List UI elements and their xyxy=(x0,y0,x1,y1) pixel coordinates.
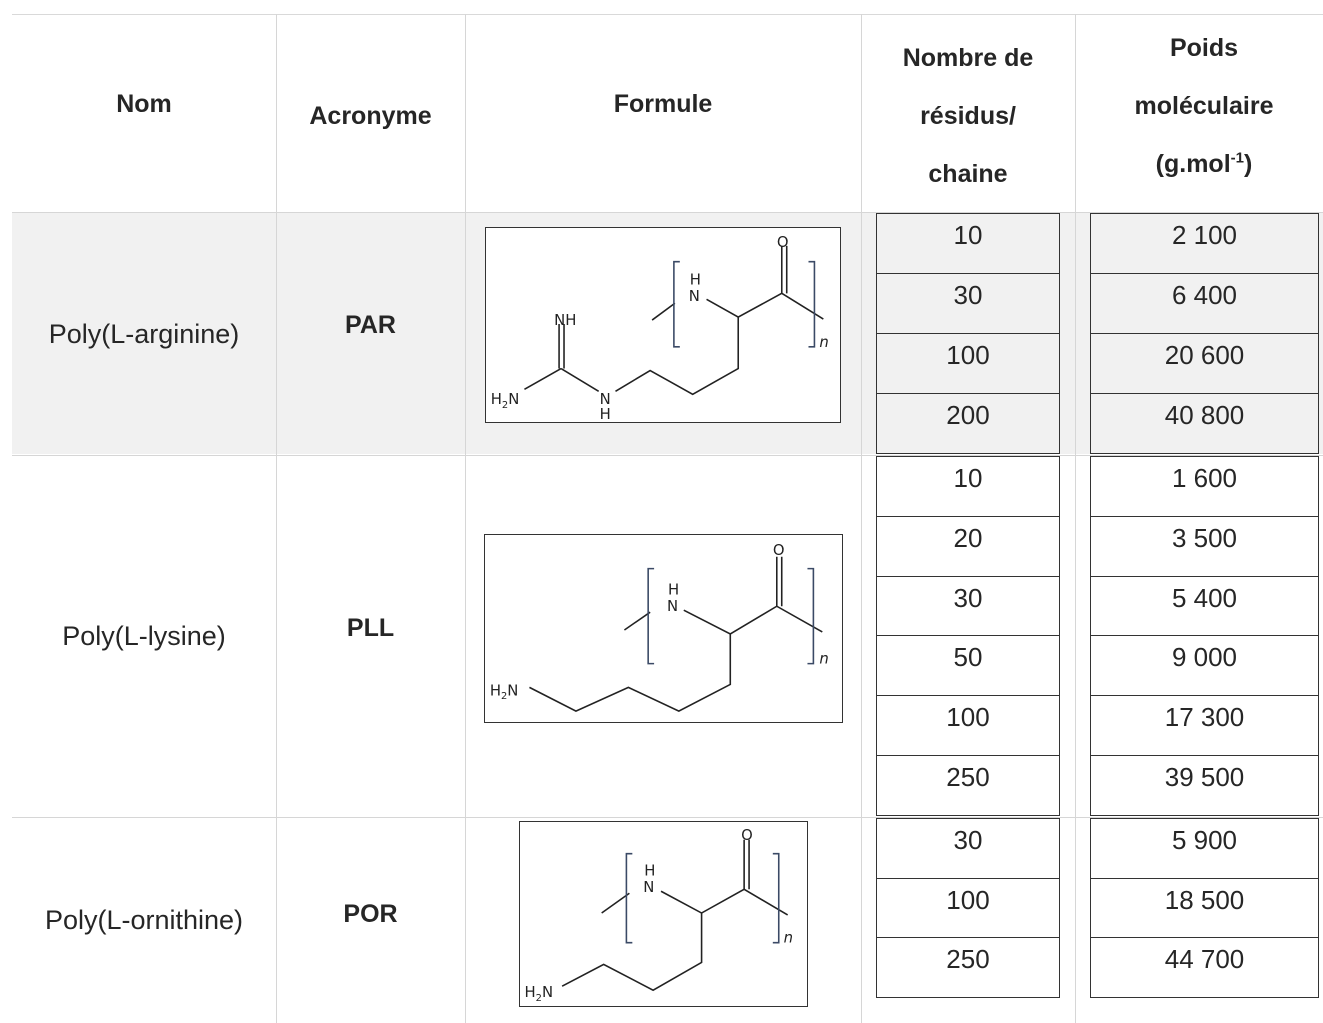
list-item: 100 xyxy=(877,877,1059,938)
list-item: 30 xyxy=(877,273,1059,333)
header-poids-line2: moléculaire xyxy=(1134,92,1274,120)
row-pll-nom: Poly(L-lysine) xyxy=(12,456,276,817)
header-residus-line3: chaine xyxy=(928,160,1008,188)
row-par-poids: 2 100 6 400 20 600 40 800 xyxy=(1090,213,1319,454)
list-item: 30 xyxy=(877,575,1059,636)
row-por-nom: Poly(L-ornithine) xyxy=(12,818,276,1023)
list-item: 50 xyxy=(877,635,1059,695)
formula-pll: O H N n H2N xyxy=(484,534,843,723)
list-item: 3 500 xyxy=(1091,515,1318,576)
formula-par-h2: H xyxy=(600,406,611,422)
col-divider xyxy=(465,14,466,1023)
table-top-border xyxy=(12,14,1323,15)
row-por-residus: 30 100 250 xyxy=(876,818,1060,999)
header-residus-line2: résidus/ xyxy=(920,102,1016,130)
list-item: 6 400 xyxy=(1091,273,1318,333)
header-poids-unit-end: ) xyxy=(1244,150,1253,178)
row-par-nom-text: Poly(L-arginine) xyxy=(48,318,240,349)
header-poids-line1: Poids xyxy=(1169,34,1239,62)
formula-par-repeat: n xyxy=(819,334,828,351)
formula-pll-repeat: n xyxy=(819,651,828,668)
row-por-nom-text: Poly(L-ornithine) xyxy=(44,905,244,935)
row-par-nom: Poly(L-arginine) xyxy=(12,213,276,455)
header-poids: Poids moléculaire (g.mol-1) xyxy=(1075,16,1323,196)
header-formule: Formule xyxy=(465,14,861,194)
header-poids-exponent: -1 xyxy=(1230,149,1244,167)
formula-por-h: H xyxy=(644,862,655,879)
header-residus-line1: Nombre de xyxy=(902,44,1034,72)
header-nom-text: Nom xyxy=(116,90,172,118)
formula-por-o: O xyxy=(741,827,753,844)
row-pll-nom-text: Poly(L-lysine) xyxy=(62,621,226,651)
row-par-residus: 10 30 100 200 xyxy=(876,213,1060,454)
row-por-acronyme: POR xyxy=(276,818,465,1010)
list-item: 200 xyxy=(877,393,1059,454)
formula-pll-h: H xyxy=(668,581,679,598)
col-divider xyxy=(861,14,862,1023)
row-divider xyxy=(12,817,1323,818)
formula-pll-o: O xyxy=(773,542,785,559)
list-item: 250 xyxy=(877,937,1059,999)
list-item: 20 600 xyxy=(1091,333,1318,393)
formula-par-o: O xyxy=(777,234,789,251)
list-item: 17 300 xyxy=(1091,695,1318,755)
row-divider xyxy=(12,212,1323,213)
list-item: 5 900 xyxy=(1091,818,1318,878)
list-item: 30 xyxy=(877,818,1059,878)
formula-por-h2n: H2N xyxy=(525,984,554,1004)
row-pll-acronyme: PLL xyxy=(276,456,465,801)
list-item: 100 xyxy=(877,333,1059,393)
col-divider xyxy=(276,14,277,1023)
row-pll-acronyme-text: PLL xyxy=(346,614,395,642)
header-poids-line3: (g.mol-1) xyxy=(1156,135,1253,193)
row-por-poids: 5 900 18 500 44 700 xyxy=(1090,818,1319,999)
list-item: 1 600 xyxy=(1091,456,1318,516)
row-pll-poids: 1 600 3 500 5 400 9 000 17 300 39 500 xyxy=(1090,456,1319,816)
row-par-acronyme: PAR xyxy=(276,213,465,438)
header-residus: Nombre de résidus/ chaine xyxy=(861,26,1075,206)
list-item: 40 800 xyxy=(1091,393,1318,454)
formula-por-n: N xyxy=(643,879,654,896)
formula-pll-h2n: H2N xyxy=(490,682,519,702)
col-divider xyxy=(1075,14,1076,1023)
formula-par-n2: N xyxy=(600,391,611,408)
formula-par-h: H xyxy=(690,271,701,288)
header-acronyme: Acronyme xyxy=(276,14,465,218)
row-pll-residus: 10 20 30 50 100 250 xyxy=(876,456,1060,816)
formula-pll-structure: O H N n H2N xyxy=(490,542,829,712)
list-item: 20 xyxy=(877,515,1059,576)
row-par-acronyme-text: PAR xyxy=(345,311,396,339)
list-item: 100 xyxy=(877,695,1059,755)
header-nom: Nom xyxy=(12,14,276,194)
list-item: 9 000 xyxy=(1091,635,1318,695)
list-item: 5 400 xyxy=(1091,575,1318,636)
formula-par-nh: NH xyxy=(554,312,576,329)
list-item: 44 700 xyxy=(1091,937,1318,999)
formula-por-structure: O H N n H2N xyxy=(525,827,794,1004)
formula-par-n: N xyxy=(689,288,700,305)
list-item: 10 xyxy=(877,456,1059,516)
header-acronyme-text: Acronyme xyxy=(309,102,432,130)
header-formule-text: Formule xyxy=(613,90,713,118)
formula-por: O H N n H2N xyxy=(519,821,808,1007)
list-item: 39 500 xyxy=(1091,755,1318,816)
formula-pll-n: N xyxy=(667,598,678,615)
header-poids-unit: (g.mol xyxy=(1155,150,1231,178)
row-divider xyxy=(12,455,1323,456)
list-item: 250 xyxy=(877,755,1059,816)
formula-par-h2n: H2N xyxy=(491,391,520,411)
formula-por-repeat: n xyxy=(784,930,793,947)
list-item: 2 100 xyxy=(1091,213,1318,273)
formula-par: O H N n NH N H H2N xyxy=(485,227,841,423)
list-item: 10 xyxy=(877,213,1059,273)
formula-par-structure: O H N n NH N H H2N xyxy=(491,234,829,422)
row-por-acronyme-text: POR xyxy=(343,899,398,928)
list-item: 18 500 xyxy=(1091,877,1318,938)
